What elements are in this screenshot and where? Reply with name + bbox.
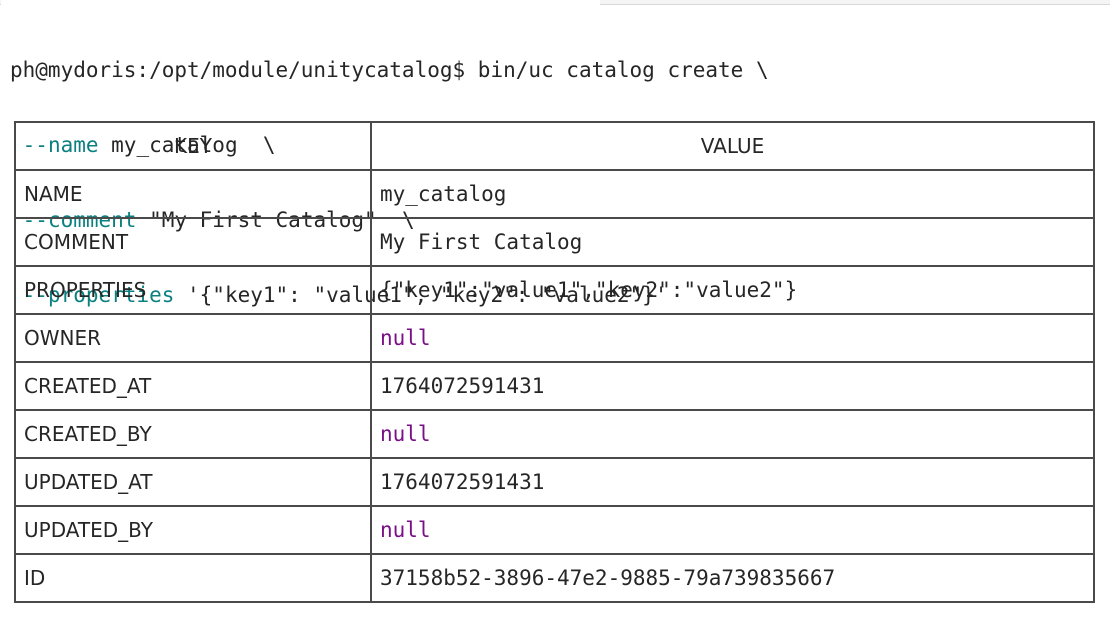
row-value: {"key1":"value1","key2":"value2"} [370, 265, 1095, 315]
row-key: NAME [14, 169, 372, 219]
row-value-null: null [370, 409, 1095, 459]
row-value: My First Catalog [370, 217, 1095, 267]
table-row: CREATED_AT 1764072591431 [14, 361, 1095, 411]
row-value: 1764072591431 [370, 361, 1095, 411]
row-key: CREATED_BY [14, 409, 372, 459]
table-row: NAME my_catalog [14, 169, 1095, 219]
row-key: CREATED_AT [14, 361, 372, 411]
row-key: OWNER [14, 313, 372, 363]
table-row: UPDATED_AT 1764072591431 [14, 457, 1095, 507]
row-value-null: null [370, 313, 1095, 363]
row-value: my_catalog [370, 169, 1095, 219]
row-key: COMMENT [14, 217, 372, 267]
table-row: OWNER null [14, 313, 1095, 363]
catalog-result-table: KEY VALUE NAME my_catalog COMMENT My Fir… [14, 121, 1095, 603]
table-row: COMMENT My First Catalog [14, 217, 1095, 267]
window-top-strip [0, 0, 1110, 6]
table-row: PROPERTIES {"key1":"value1","key2":"valu… [14, 265, 1095, 315]
command-line-1: ph@mydoris:/opt/module/unitycatalog$ bin… [10, 58, 1100, 83]
column-header-value: VALUE [370, 121, 1095, 171]
column-header-key: KEY [14, 121, 372, 171]
command-text: bin/uc catalog create \ [465, 58, 769, 82]
row-key: PROPERTIES [14, 265, 372, 315]
table-header-row: KEY VALUE [14, 121, 1095, 171]
row-key: UPDATED_BY [14, 505, 372, 555]
row-value: 1764072591431 [370, 457, 1095, 507]
row-key: ID [14, 553, 372, 603]
table-row: CREATED_BY null [14, 409, 1095, 459]
shell-prompt: ph@mydoris:/opt/module/unitycatalog$ [10, 58, 466, 82]
table-row: ID 37158b52-3896-47e2-9885-79a739835667 [14, 553, 1095, 603]
row-key: UPDATED_AT [14, 457, 372, 507]
row-value: 37158b52-3896-47e2-9885-79a739835667 [370, 553, 1095, 603]
table-row: UPDATED_BY null [14, 505, 1095, 555]
row-value-null: null [370, 505, 1095, 555]
